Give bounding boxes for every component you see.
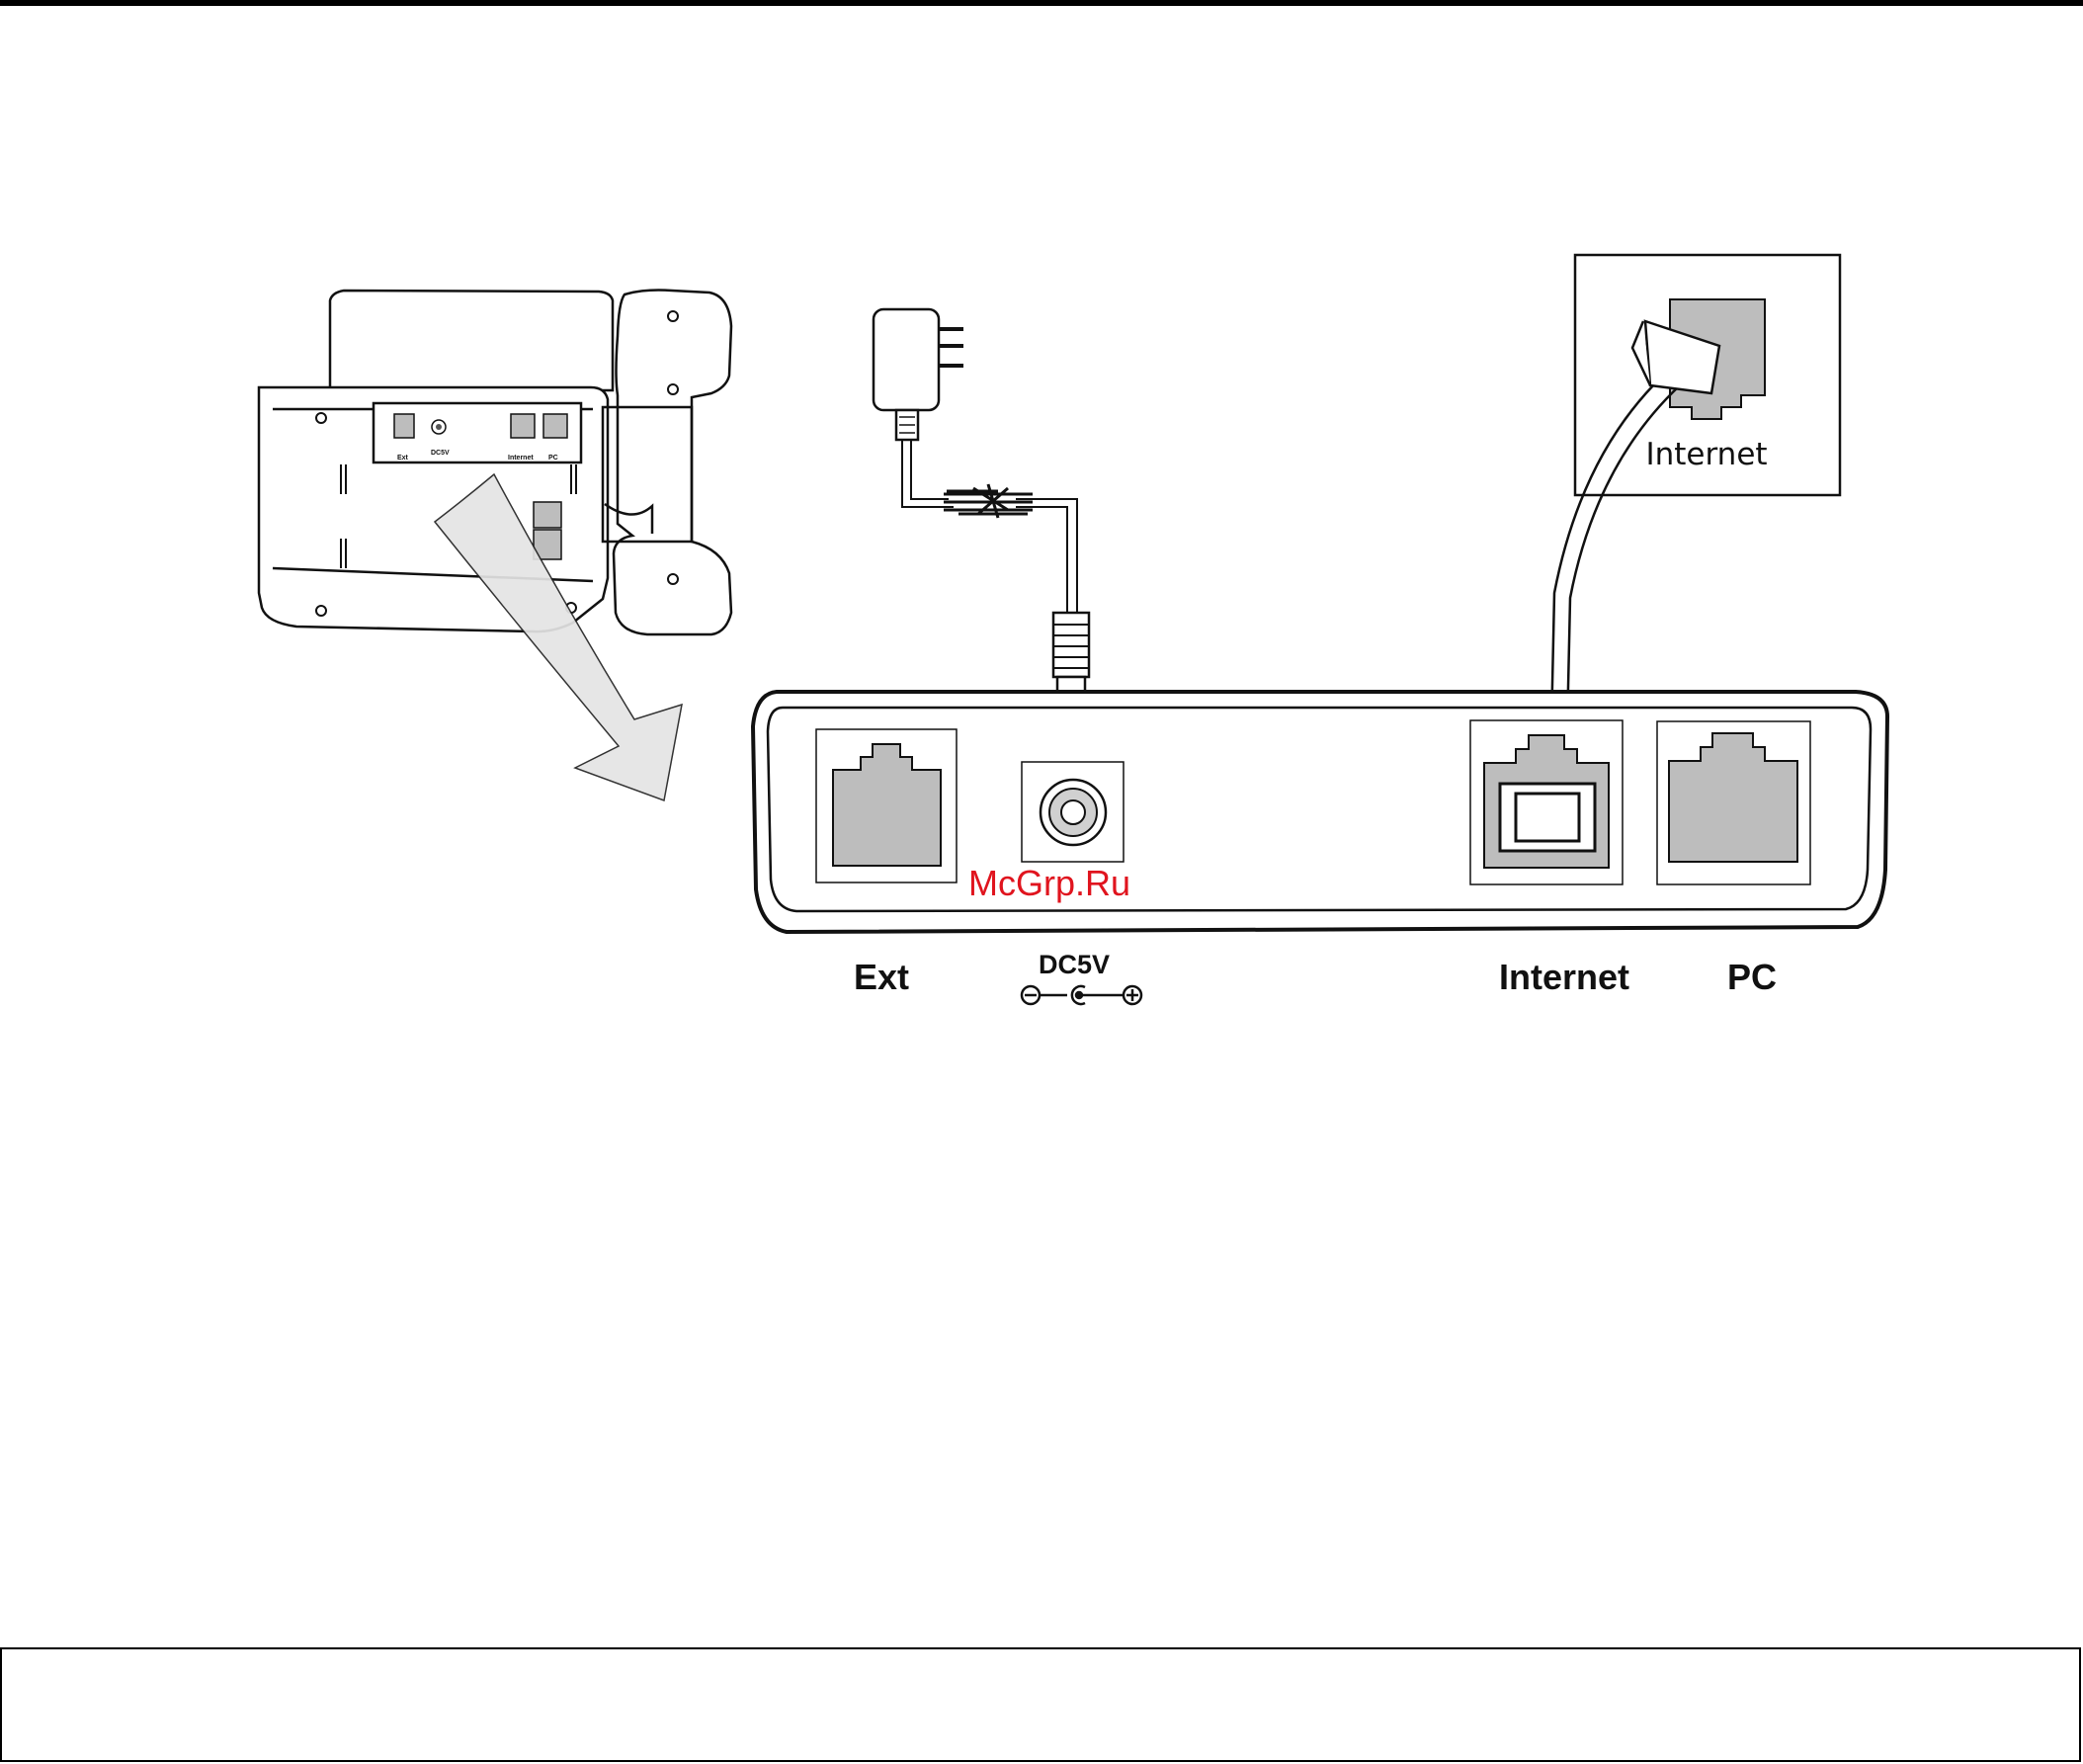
- footer-box: [0, 1647, 2081, 1762]
- cable-tie: [944, 484, 1033, 518]
- pc-port-icon: [1657, 721, 1810, 884]
- pc-port-label: PC: [1727, 957, 1777, 997]
- power-cable: [902, 440, 1077, 613]
- ext-port-label: Ext: [854, 957, 909, 997]
- internet-port-icon: [1470, 720, 1623, 884]
- dc-port-label: DC5V: [1039, 950, 1110, 979]
- svg-text:DC5V: DC5V: [431, 450, 450, 457]
- wall-jack-label: Internet: [1645, 437, 1767, 472]
- watermark: McGrp.Ru: [968, 863, 1130, 903]
- dc-jack-icon: [1022, 762, 1124, 862]
- svg-text:Ext: Ext: [397, 455, 409, 462]
- ext-port-icon: [816, 729, 957, 882]
- power-adapter-icon: [874, 309, 963, 440]
- polarity-symbol-icon: [1022, 986, 1141, 1004]
- internet-port-label: Internet: [1499, 957, 1629, 997]
- svg-text:Internet: Internet: [508, 455, 534, 462]
- svg-text:PC: PC: [548, 455, 558, 462]
